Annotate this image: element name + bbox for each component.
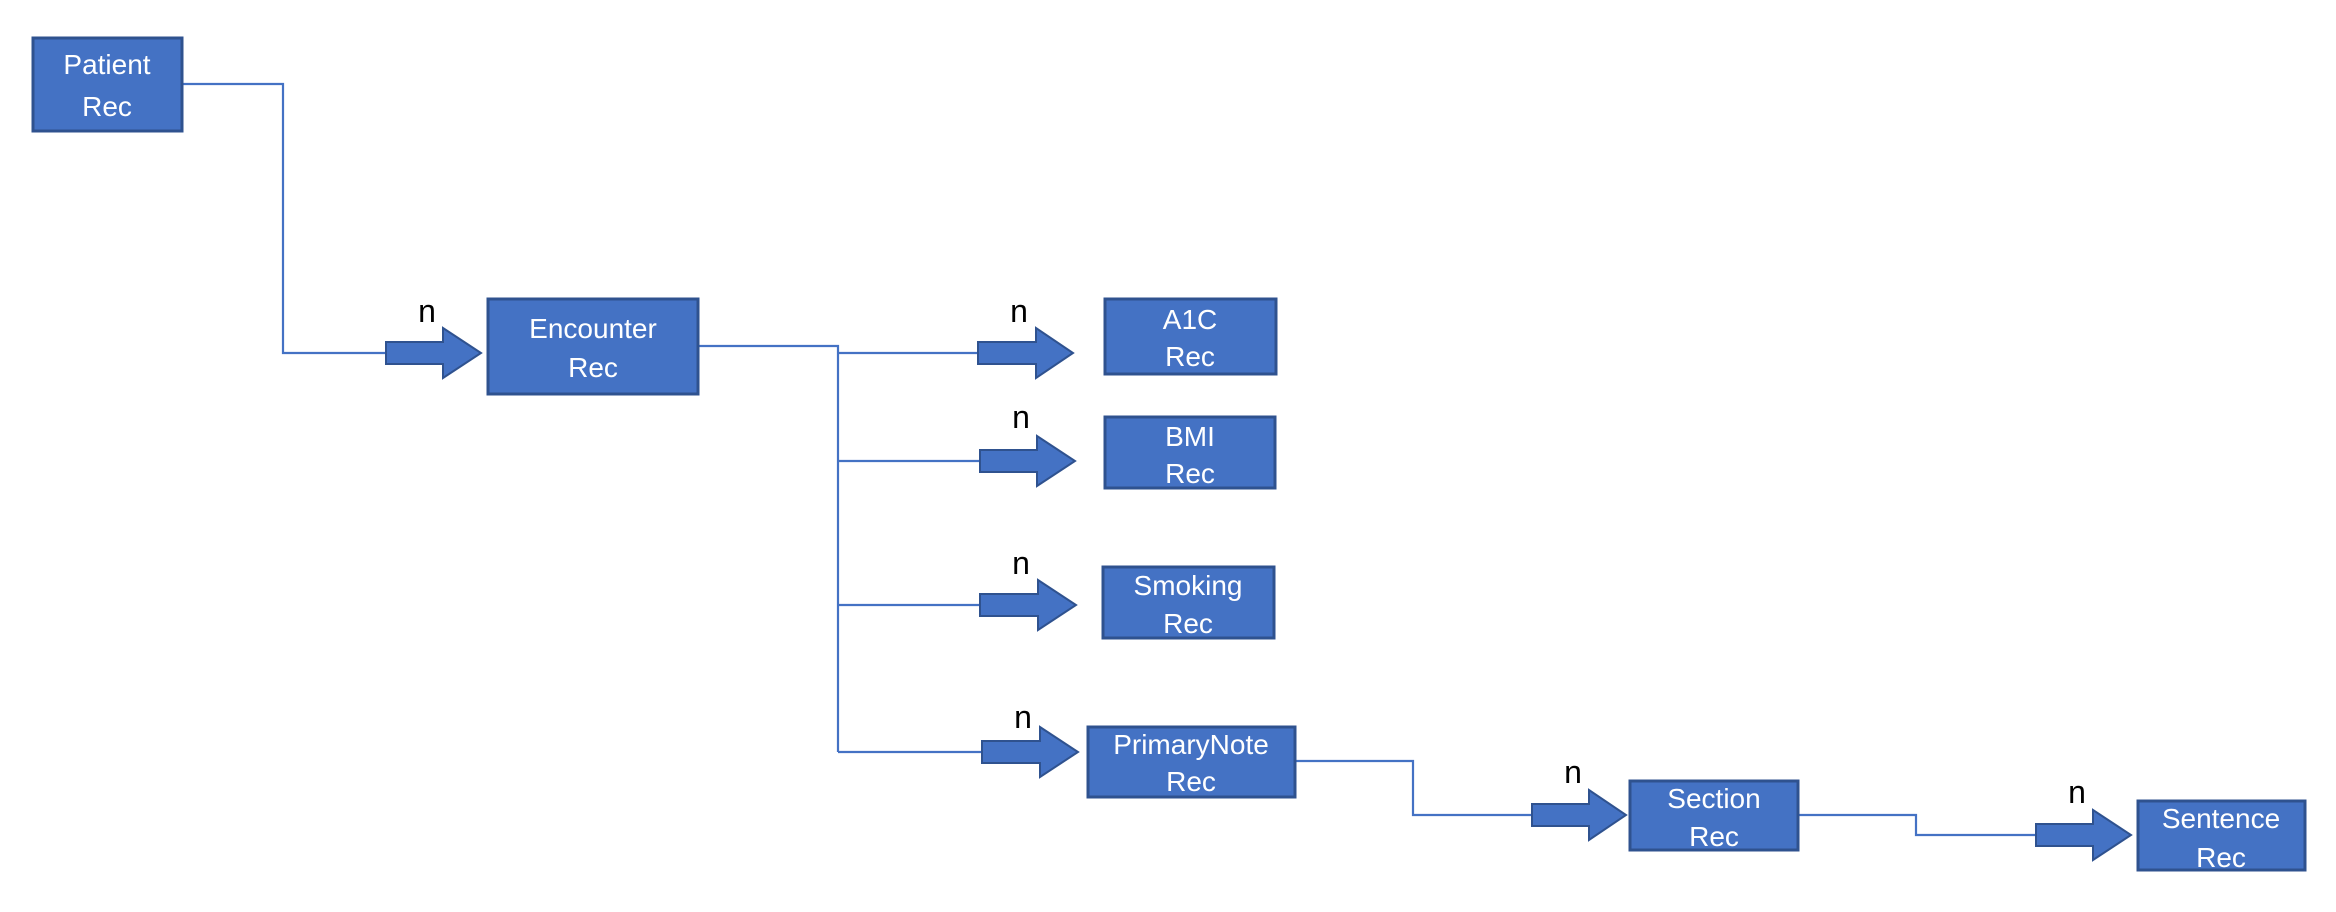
svg-text:Section: Section xyxy=(1667,783,1760,814)
svg-text:Smoking: Smoking xyxy=(1134,570,1243,601)
svg-text:Rec: Rec xyxy=(568,352,618,383)
multiplicity-label: n xyxy=(1014,699,1032,735)
connector-patient-encounter xyxy=(182,82,386,355)
svg-text:Rec: Rec xyxy=(1165,341,1215,372)
svg-text:Patient: Patient xyxy=(63,49,150,80)
node-smoking-rec: Smoking Rec xyxy=(1101,565,1276,640)
multiplicity-label: n xyxy=(1564,754,1582,790)
svg-text:Rec: Rec xyxy=(1689,821,1739,852)
block-arrows xyxy=(385,326,2133,862)
node-section-rec: Section Rec xyxy=(1628,779,1800,852)
multiplicity-labels: n n n n n n n xyxy=(418,293,2086,810)
multiplicity-label: n xyxy=(1012,545,1030,581)
svg-text:PrimaryNote: PrimaryNote xyxy=(1113,729,1269,760)
svg-text:Rec: Rec xyxy=(82,91,132,122)
svg-text:Encounter: Encounter xyxy=(529,313,657,344)
arrow-right-icon xyxy=(977,326,1075,380)
svg-text:Rec: Rec xyxy=(2196,842,2246,873)
multiplicity-label: n xyxy=(1010,293,1028,329)
connector-section-sentence xyxy=(1798,813,2036,837)
arrow-right-icon xyxy=(979,434,1077,488)
arrow-right-icon xyxy=(2035,808,2133,862)
connector-encounter-trunk xyxy=(698,344,840,752)
svg-text:Sentence: Sentence xyxy=(2162,803,2280,834)
svg-text:A1C: A1C xyxy=(1163,304,1217,335)
node-primarynote-rec: PrimaryNote Rec xyxy=(1086,725,1297,799)
multiplicity-label: n xyxy=(418,293,436,329)
multiplicity-label: n xyxy=(1012,399,1030,435)
node-encounter-rec: Encounter Rec xyxy=(486,297,700,396)
node-patient-rec: Patient Rec xyxy=(31,36,184,133)
svg-text:Rec: Rec xyxy=(1163,608,1213,639)
arrow-right-icon xyxy=(1531,788,1628,842)
multiplicity-label: n xyxy=(2068,774,2086,810)
svg-text:Rec: Rec xyxy=(1165,458,1215,489)
connector-primarynote-section xyxy=(1295,759,1532,817)
arrow-right-icon xyxy=(981,725,1080,779)
arrow-right-icon xyxy=(385,326,483,380)
svg-text:Rec: Rec xyxy=(1166,766,1216,797)
arrow-right-icon xyxy=(979,578,1078,632)
node-a1c-rec: A1C Rec xyxy=(1103,297,1278,376)
node-sentence-rec: Sentence Rec xyxy=(2136,799,2307,873)
connector-lines xyxy=(182,82,2036,837)
svg-text:BMI: BMI xyxy=(1165,421,1215,452)
node-bmi-rec: BMI Rec xyxy=(1103,415,1277,490)
